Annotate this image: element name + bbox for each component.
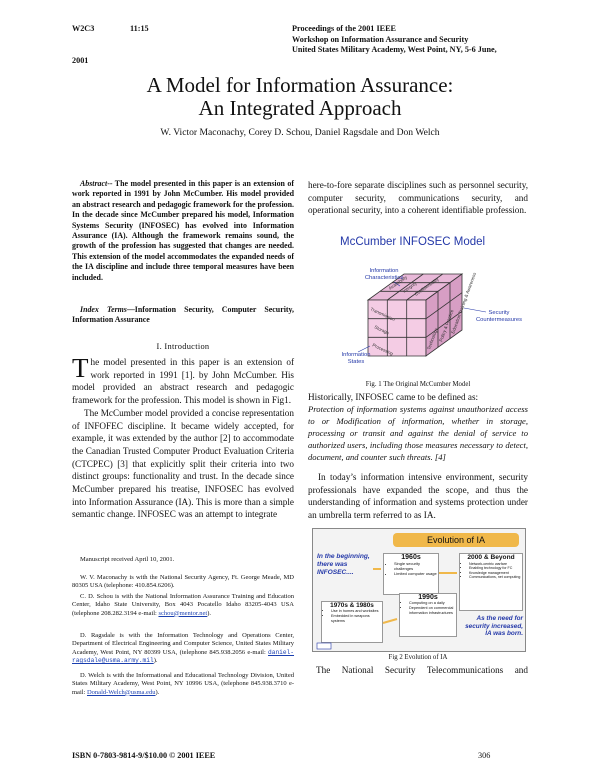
evo-2000s-item: Knowledge management	[469, 571, 522, 576]
evo-title: Evolution of IA	[393, 533, 519, 547]
email-link-ragsdale[interactable]: daniel-ragsdale@usma.army.mil	[72, 648, 295, 664]
title-line1: A Model for Information Assurance:	[146, 73, 454, 97]
fig1-label-info-characteristics: Information Characteristics	[364, 268, 404, 281]
section-heading-introduction: I. Introduction	[156, 342, 210, 351]
footnote-3: D. Ragsdale is with the Information Tech…	[72, 632, 294, 665]
footer-isbn: ISBN 0-7803-9814-9/$10.00 © 2001 IEEE	[72, 751, 216, 760]
footnote-1: W. V. Maconachy is with the National Sec…	[72, 574, 294, 590]
footnote-3-close: ).	[153, 656, 158, 664]
page-number: 306	[478, 751, 491, 760]
evo-1990s-item: Dependent on commercial information infr…	[409, 606, 456, 616]
evo-beginning-text: In the beginning, there was INFOSEC....	[317, 553, 370, 576]
header-proc-line1: Proceedings of the 2001 IEEE	[292, 24, 397, 33]
evo-box-2000s: 2000 & Beyond Network-centric warfare En…	[459, 553, 523, 611]
authors: W. Victor Maconachy, Corey D. Schou, Dan…	[160, 127, 440, 138]
header-proc-line3: United States Military Academy, West Poi…	[292, 45, 497, 54]
footnote-3-text: D. Ragsdale is with the Information Tech…	[72, 632, 294, 656]
fig2-caption: Fig 2 Evolution of IA	[388, 654, 448, 661]
evo-1990s-item: Computing on a daily	[409, 601, 456, 606]
evo-corner-tab	[316, 642, 332, 650]
mccumber-cube-figure: Availability Integrity Confidentiality T…	[357, 271, 487, 357]
evo-2000s-item: Communications, net computing	[469, 575, 522, 580]
evo-1970s-year: 1970s & 1980s	[330, 602, 374, 609]
evo-1960s-item: Single security challenges	[394, 561, 438, 571]
evolution-ia-figure: Evolution of IA In the beginning, there …	[312, 528, 526, 652]
footnote-received: Manuscript received April 10, 2001.	[80, 556, 175, 563]
evo-1970s-item: Use in homes and worksites	[331, 609, 382, 614]
col2-today-paragraph: In today’s information intensive environ…	[308, 472, 528, 521]
footnote-2-close: ).	[207, 609, 212, 617]
abstract-text: -- The model presented in this paper is …	[72, 179, 294, 282]
footnote-4-close: ).	[155, 688, 160, 696]
header-code: W2C3	[72, 24, 95, 33]
evo-box-1970s: 1970s & 1980s Use in homes and worksites…	[321, 601, 383, 643]
header-time: 11:15	[130, 24, 149, 33]
col2-last-line: The National Security Telecommunications…	[316, 665, 528, 675]
col2-historically: Historically, INFOSEC came to be defined…	[308, 392, 479, 402]
email-link-schou[interactable]: schou@mentor.net	[158, 609, 208, 617]
evo-arrows	[316, 568, 457, 650]
fig1-label-security-countermeasures: Security Countermeasures	[475, 310, 523, 323]
evo-1960s-item: Limited computer usage	[394, 571, 438, 576]
evo-2000s-item: Enabling technology for FC	[469, 566, 522, 571]
index-terms-text: —Information Security, Computer Security…	[72, 305, 294, 325]
email-link-welch[interactable]: Donald-Welch@usma.edu	[86, 688, 156, 696]
evo-1960s-year: 1960s	[401, 554, 421, 561]
abstract: Abstract-- The model presented in this p…	[72, 179, 294, 283]
drop-cap: T	[72, 353, 89, 383]
intro-paragraph-2: The McCumber model provided a concise re…	[72, 407, 294, 520]
index-terms-label: Index Terms	[80, 305, 127, 314]
intro-p1-text: he model presented in this paper is an e…	[72, 357, 294, 406]
title-line2: An Integrated Approach	[198, 96, 402, 120]
paper-title: A Model for Information Assurance: An In…	[60, 74, 540, 120]
footnote-2: C. D. Schou is with the National Informa…	[72, 593, 294, 618]
evo-need-text: As the need for security increased, IA w…	[465, 615, 523, 638]
evo-box-1960s: 1960s Single security challenges Limited…	[383, 553, 439, 595]
footnote-4-text: D. Welch is with the Informational and E…	[72, 672, 294, 696]
infosec-definition: Protection of information systems agains…	[308, 404, 528, 462]
footnote-2-text: C. D. Schou is with the National Informa…	[72, 593, 294, 617]
fig1-label-info-states: Information States	[341, 352, 371, 365]
fig1-heading: McCumber INFOSEC Model	[340, 236, 486, 248]
abstract-label: Abstract	[80, 179, 108, 188]
header-proceedings: Proceedings of the 2001 IEEE Workshop on…	[292, 24, 497, 56]
evo-1970s-item: Embedded in weapons systems	[331, 614, 382, 624]
cube-label-storage: Storage	[374, 324, 391, 335]
evo-2000s-item: Network-centric warfare	[469, 562, 522, 567]
arrow-1970-1990	[382, 618, 398, 624]
footnote-4: D. Welch is with the Informational and E…	[72, 672, 294, 697]
header-year: 2001	[72, 56, 89, 65]
fig1-caption: Fig. 1 The Original McCumber Model	[365, 381, 471, 388]
evo-box-1990s: 1990s Computing on a daily Dependent on …	[399, 593, 457, 637]
header-proc-line2: Workshop on Information Assurance and Se…	[292, 34, 469, 44]
col2-continuation: here-to-fore separate disciplines such a…	[308, 180, 528, 216]
index-terms: Index Terms—Information Security, Comput…	[72, 305, 294, 326]
evo-1990s-year: 1990s	[418, 594, 438, 601]
evo-2000s-year: 2000 & Beyond	[467, 554, 515, 561]
